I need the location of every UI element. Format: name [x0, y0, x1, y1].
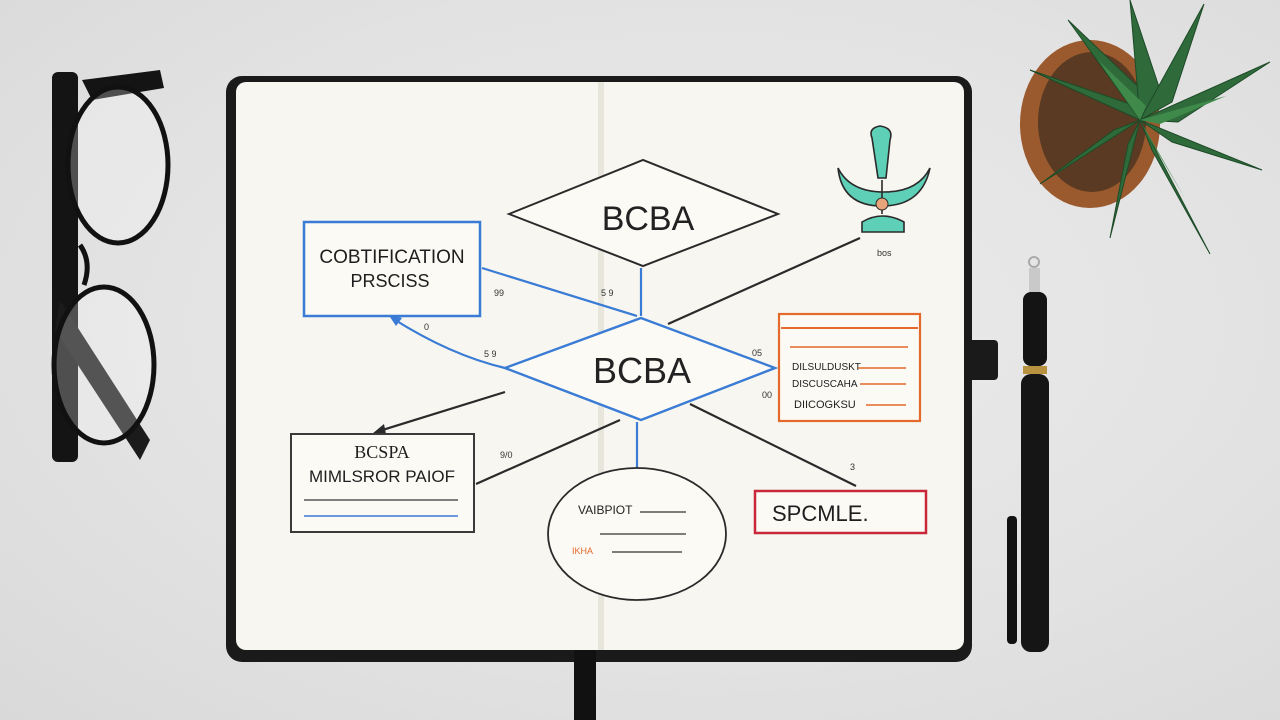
certification-process-box: COBTIFICATION PRSCISS [302, 220, 482, 318]
right-box-line1: DILSULDUSKT [792, 362, 861, 373]
trophy-icon [837, 125, 931, 233]
right-box-line2: DISCUSCAHA [792, 379, 858, 390]
svg-text:99: 99 [494, 288, 504, 298]
svg-text:5 9: 5 9 [484, 349, 497, 359]
pen-icon [1007, 256, 1049, 652]
oval-line1: VAIBPIOT [578, 503, 633, 517]
svg-text:00: 00 [762, 390, 772, 400]
oval-line2: IKHA [572, 546, 593, 556]
bottom-left-line1: BCSPA [354, 442, 409, 462]
svg-text:9/0: 9/0 [500, 450, 513, 460]
svg-text:0: 0 [424, 322, 429, 332]
top-diamond-label: BCBA [602, 200, 695, 238]
right-orange-box: DILSULDUSKT DISCUSCAHA DIICOGKSU [777, 312, 922, 423]
svg-text:3: 3 [850, 462, 855, 472]
annotations: 99 5 9 0 5 9 05 9/0 00 bos 3 [424, 248, 892, 472]
top-diamond: BCBA [506, 158, 781, 268]
left-box-line1: COBTIFICATION [319, 247, 464, 268]
svg-text:5 9: 5 9 [601, 288, 614, 298]
left-box-line2: PRSCISS [350, 271, 429, 291]
svg-text:05: 05 [752, 348, 762, 358]
right-box-line3: DIICOGKSU [794, 399, 856, 411]
oval-node: VAIBPIOT IKHA [547, 467, 727, 601]
svg-text:bos: bos [877, 248, 892, 258]
glasses-icon [51, 70, 171, 462]
center-diamond: BCBA [501, 316, 779, 422]
bottom-right-box: SPCMLE. [753, 489, 928, 535]
bottom-left-line2: MIMLSROR PAIOF [309, 467, 455, 486]
plant-icon [1020, 0, 1271, 255]
center-diamond-label: BCBA [593, 350, 691, 391]
bottom-left-box: BCSPA MIMLSROR PAIOF [290, 433, 475, 533]
bottom-right-label: SPCMLE. [772, 501, 869, 526]
